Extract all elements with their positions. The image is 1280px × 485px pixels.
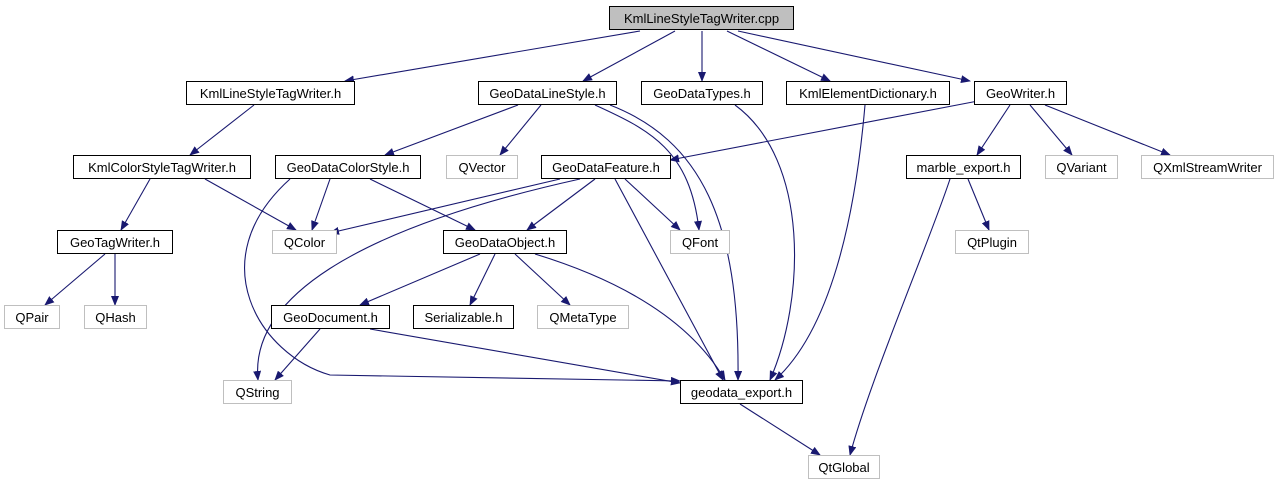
dependency-edge	[594, 104, 702, 231]
node-kmllinestyletagwriter-h[interactable]: KmlLineStyleTagWriter.h	[186, 81, 355, 105]
dependency-edge	[737, 30, 971, 84]
dependency-edge	[369, 178, 476, 231]
node-geodatatypes-h[interactable]: GeoDataTypes.h	[641, 81, 763, 105]
dependency-edge	[120, 178, 151, 231]
node-geodatacolorstyle-h[interactable]: GeoDataColorStyle.h	[275, 155, 421, 179]
dependency-edge	[499, 104, 542, 156]
node-geodatalinestyle-h[interactable]: GeoDataLineStyle.h	[478, 81, 617, 105]
dependency-edge	[1029, 104, 1073, 156]
dependency-edge	[44, 253, 106, 306]
dependency-edge	[609, 104, 743, 381]
dependency-edge	[253, 178, 581, 381]
node-qcolor: QColor	[272, 230, 337, 254]
node-qtglobal: QtGlobal	[808, 455, 880, 479]
dependency-edge	[534, 253, 726, 381]
dependency-edge	[967, 178, 990, 231]
node-serializable-h[interactable]: Serializable.h	[413, 305, 514, 329]
dependency-edge	[244, 178, 681, 385]
node-kmllinestyletagwriter-cpp[interactable]: KmlLineStyleTagWriter.cpp	[609, 6, 794, 30]
node-kmlcolorstyletagwriter-h[interactable]: KmlColorStyleTagWriter.h	[73, 155, 251, 179]
dependency-edge	[848, 178, 951, 456]
dependency-edge	[726, 30, 831, 82]
node-marble-export-h[interactable]: marble_export.h	[906, 155, 1021, 179]
node-qmetatype: QMetaType	[537, 305, 629, 329]
node-geowriter-h[interactable]: GeoWriter.h	[974, 81, 1067, 105]
dependency-edge	[204, 178, 297, 231]
node-geodataobject-h[interactable]: GeoDataObject.h	[443, 230, 567, 254]
dependency-edge	[614, 178, 724, 381]
dependency-edge	[734, 104, 796, 381]
dependency-edge	[624, 178, 681, 231]
dependency-edge	[526, 178, 596, 231]
node-qhash: QHash	[84, 305, 147, 329]
dependency-edge	[774, 104, 866, 381]
dependency-edge	[469, 253, 496, 306]
node-qvector: QVector	[446, 155, 518, 179]
node-kmlelementdictionary-h[interactable]: KmlElementDictionary.h	[786, 81, 950, 105]
dependency-edge	[669, 100, 979, 163]
dependency-edge	[369, 328, 681, 386]
dependency-edge	[329, 178, 561, 235]
node-qxmlstreamwriter: QXmlStreamWriter	[1141, 155, 1274, 179]
node-qfont: QFont	[670, 230, 730, 254]
node-geodatafeature-h[interactable]: GeoDataFeature.h	[541, 155, 671, 179]
node-geodocument-h[interactable]: GeoDocument.h	[271, 305, 390, 329]
dependency-edge	[976, 104, 1011, 156]
dependency-edge	[189, 104, 255, 156]
dependency-edge	[359, 253, 481, 306]
dependency-edge	[514, 253, 571, 306]
node-geodata-export-h[interactable]: geodata_export.h	[680, 380, 803, 404]
node-qpair: QPair	[4, 305, 60, 329]
dependency-edge	[384, 104, 519, 156]
node-qtplugin: QtPlugin	[955, 230, 1029, 254]
dependency-edge	[344, 30, 641, 84]
dependency-edge	[1044, 104, 1171, 156]
node-qstring: QString	[223, 380, 292, 404]
dependency-edge	[311, 178, 331, 231]
dependency-edge	[582, 30, 676, 82]
node-qvariant: QVariant	[1045, 155, 1118, 179]
dependency-edge	[274, 328, 321, 381]
dependency-edge	[739, 403, 821, 456]
node-geotagwriter-h[interactable]: GeoTagWriter.h	[57, 230, 173, 254]
